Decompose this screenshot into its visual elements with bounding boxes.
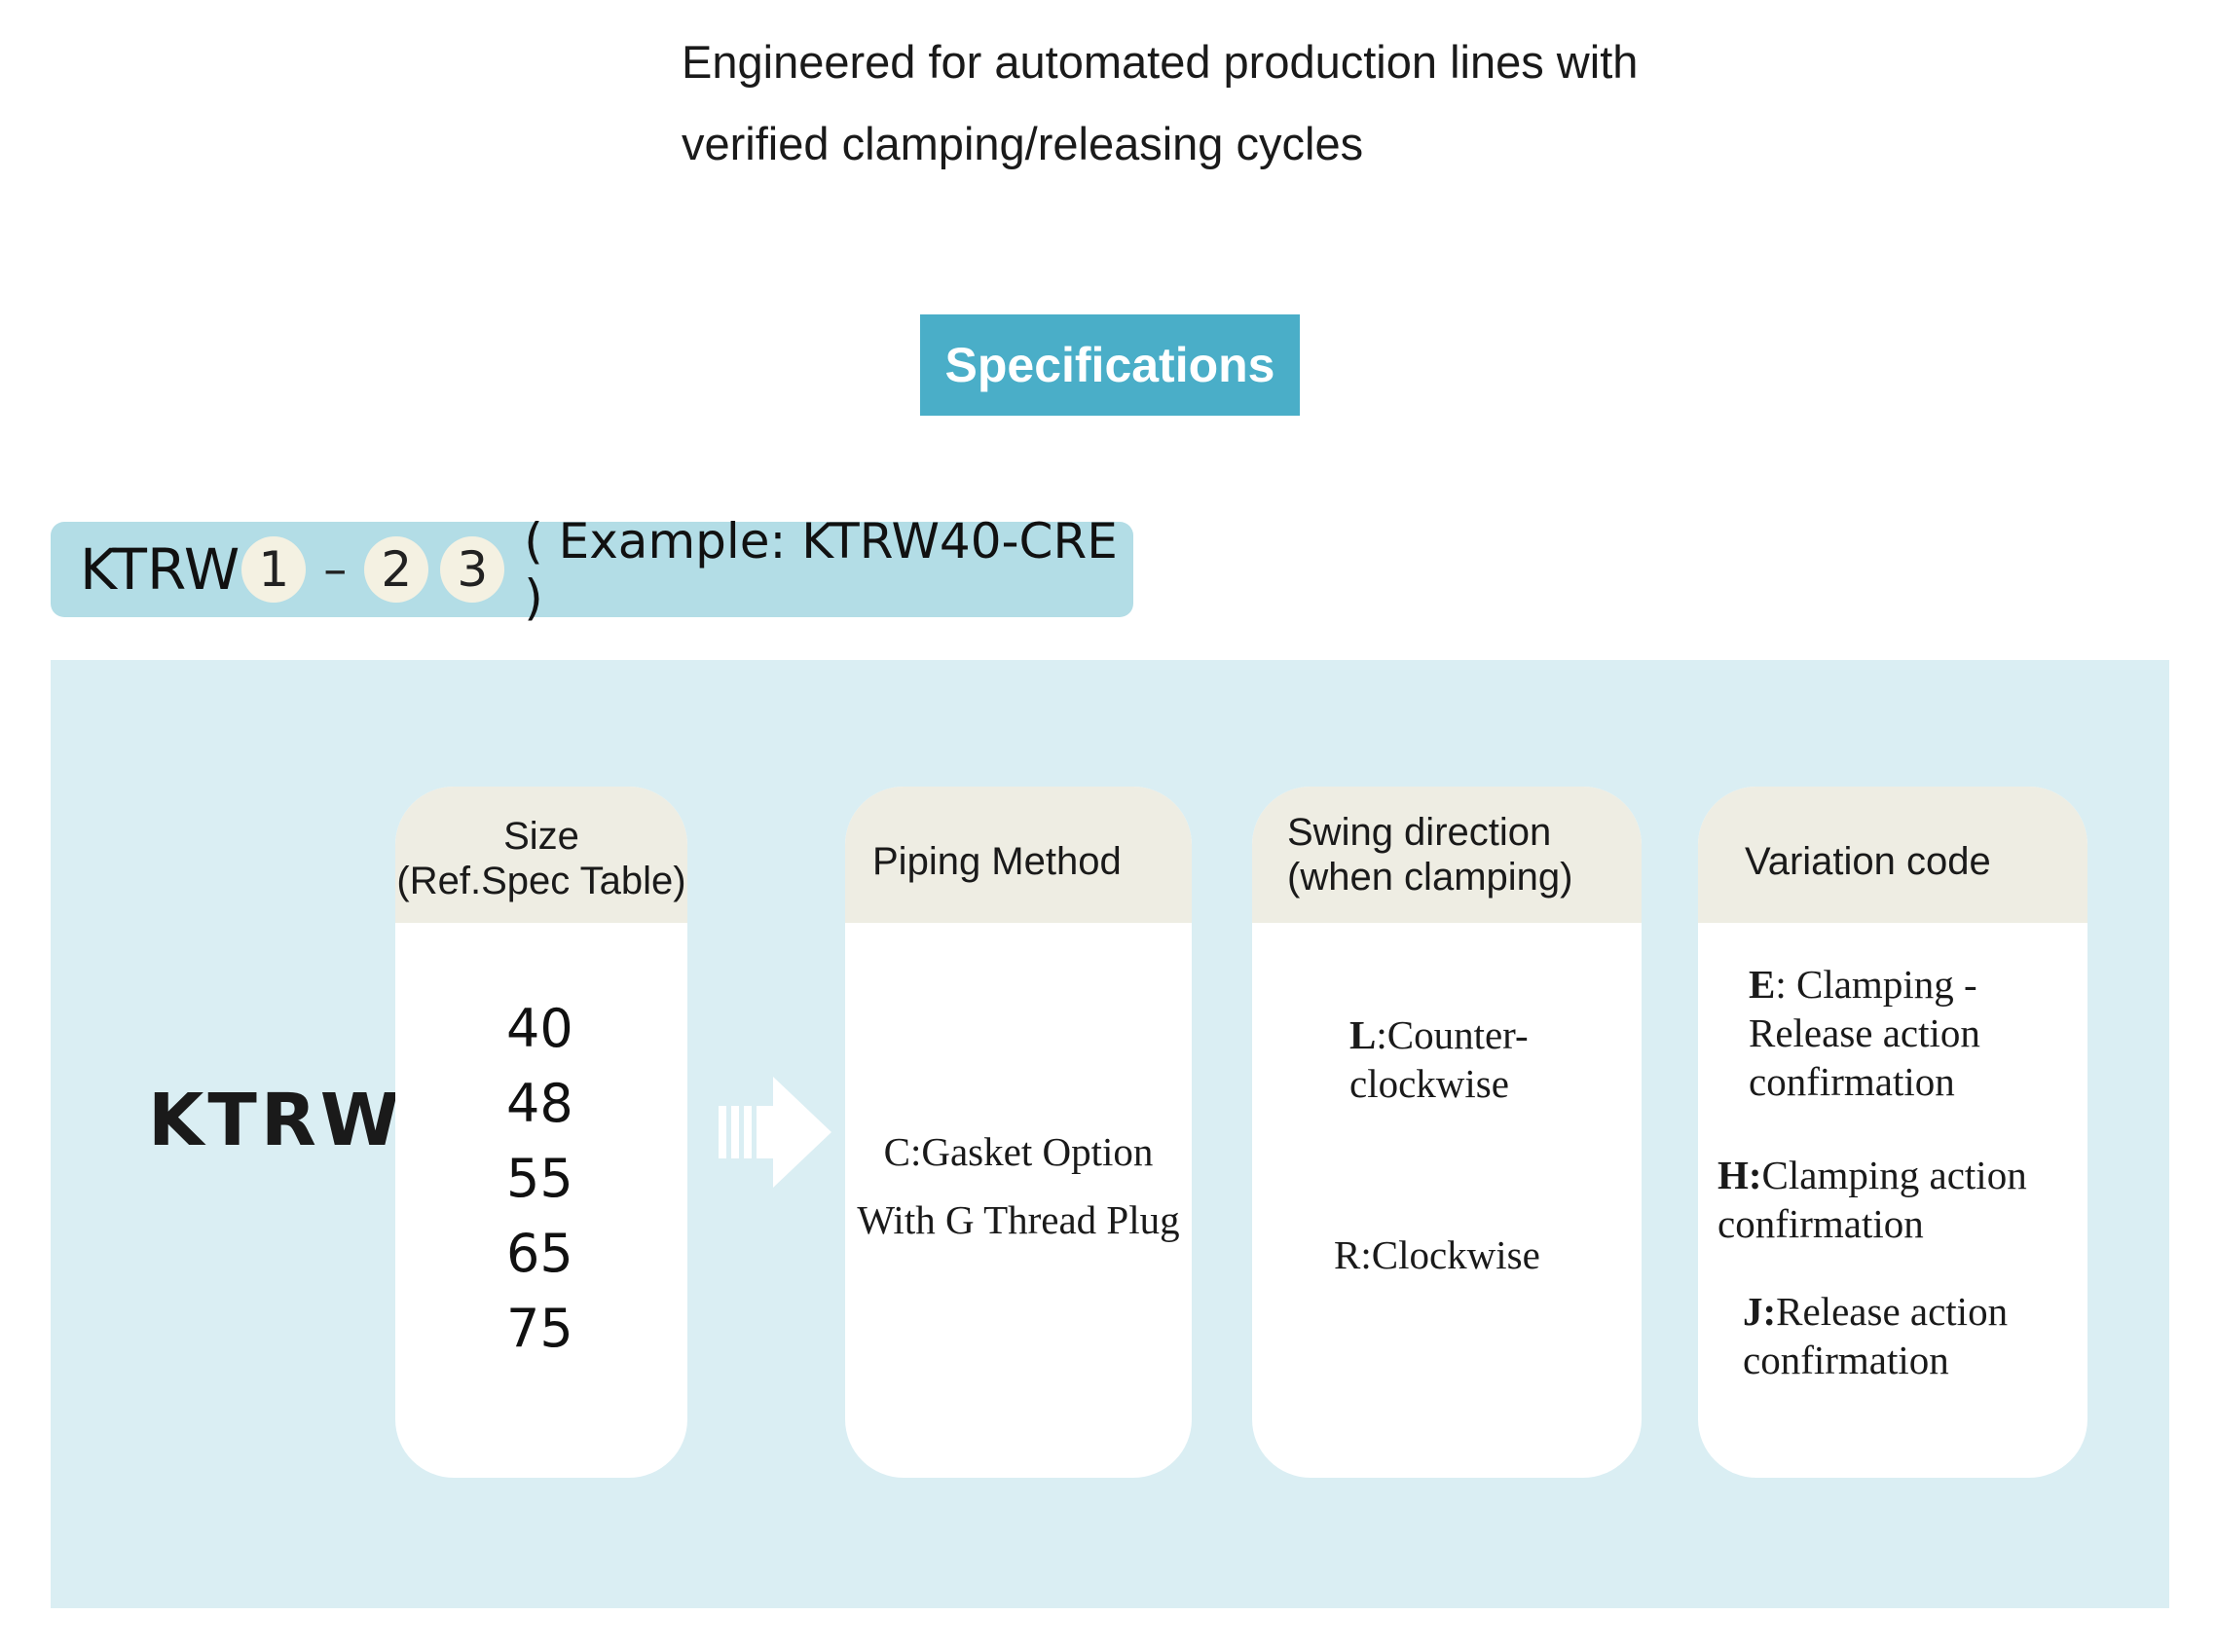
intro-line-2: verified clamping/releasing cycles <box>682 118 1364 169</box>
piping-header-title: Piping Method <box>872 840 1122 883</box>
piping-option: C:Gasket Option With G Thread Plug <box>845 1118 1192 1254</box>
variation-option-e: E: Clamping - Release action confirmatio… <box>1749 960 1980 1106</box>
variation-j-text-1: Release action <box>1776 1289 2009 1334</box>
variation-card: Variation code E: Clamping - Release act… <box>1698 787 2087 1478</box>
spec-panel: KTRW Size (Ref.Spec Table) 40 48 55 65 7… <box>51 660 2169 1608</box>
swing-header-subtitle: (when clamping) <box>1287 856 1573 899</box>
variation-e-text-2: Release action <box>1749 1010 1980 1055</box>
intro-text: Engineered for automated production line… <box>682 21 1638 185</box>
variation-h-code: H: <box>1717 1153 1762 1197</box>
code-slot-2: 2 <box>364 536 429 603</box>
size-value: 40 <box>506 998 573 1059</box>
swing-header-title: Swing direction <box>1287 811 1552 854</box>
size-values: 40 48 55 65 75 <box>506 991 573 1366</box>
swing-l-text-2: clockwise <box>1349 1061 1509 1106</box>
size-header-subtitle: (Ref.Spec Table) <box>396 860 686 902</box>
size-value: 75 <box>506 1298 573 1359</box>
piping-card-header: Piping Method <box>845 787 1192 923</box>
variation-e-text-3: confirmation <box>1749 1059 1955 1104</box>
swing-l-text-1: :Counter- <box>1376 1012 1529 1057</box>
size-value: 65 <box>506 1223 573 1284</box>
code-example: ( Example: KTRW40-CRE ) <box>524 513 1118 626</box>
code-slot-3: 3 <box>440 536 505 603</box>
swing-card-header: Swing direction (when clamping) <box>1252 787 1642 923</box>
arrow-right-icon <box>719 1077 831 1188</box>
variation-option-j: J:Release action confirmation <box>1743 1287 2008 1384</box>
specifications-button[interactable]: Specifications <box>920 314 1300 416</box>
swing-r-code: R <box>1334 1232 1361 1277</box>
variation-card-header: Variation code <box>1698 787 2087 923</box>
model-label: KTRW <box>148 1079 404 1162</box>
size-header-title: Size <box>503 815 579 858</box>
variation-header-title: Variation code <box>1745 840 1991 883</box>
variation-h-text-2: confirmation <box>1717 1201 1924 1246</box>
swing-l-code: L <box>1349 1012 1377 1057</box>
code-slot-1: 1 <box>241 536 307 603</box>
variation-e-code: E <box>1749 962 1776 1007</box>
size-value: 48 <box>506 1073 573 1134</box>
variation-h-text-1: Clamping action <box>1761 1153 2027 1197</box>
swing-option-l: L:Counter- clockwise <box>1349 1010 1529 1108</box>
size-value: 55 <box>506 1148 573 1209</box>
code-dash: – <box>323 542 348 597</box>
swing-card: Swing direction (when clamping) L:Counte… <box>1252 787 1642 1478</box>
code-prefix: KTRW <box>80 536 240 603</box>
variation-option-h: H:Clamping action confirmation <box>1717 1151 2027 1248</box>
intro-line-1: Engineered for automated production line… <box>682 36 1639 88</box>
piping-option-line-1: C:Gasket Option <box>883 1129 1154 1174</box>
piping-card: Piping Method C:Gasket Option With G Thr… <box>845 787 1192 1478</box>
model-code-bar: KTRW 1 – 2 3 ( Example: KTRW40-CRE ) <box>51 513 1133 626</box>
size-card: Size (Ref.Spec Table) 40 48 55 65 75 <box>395 787 687 1478</box>
size-card-header: Size (Ref.Spec Table) <box>395 787 687 923</box>
swing-r-text: :Clockwise <box>1360 1232 1540 1277</box>
swing-option-r: R:Clockwise <box>1334 1230 1540 1279</box>
variation-e-text-1: : Clamping - <box>1775 962 1977 1007</box>
variation-j-code: J: <box>1743 1289 1777 1334</box>
piping-option-line-2: With G Thread Plug <box>857 1197 1180 1242</box>
variation-j-text-2: confirmation <box>1743 1338 1949 1382</box>
